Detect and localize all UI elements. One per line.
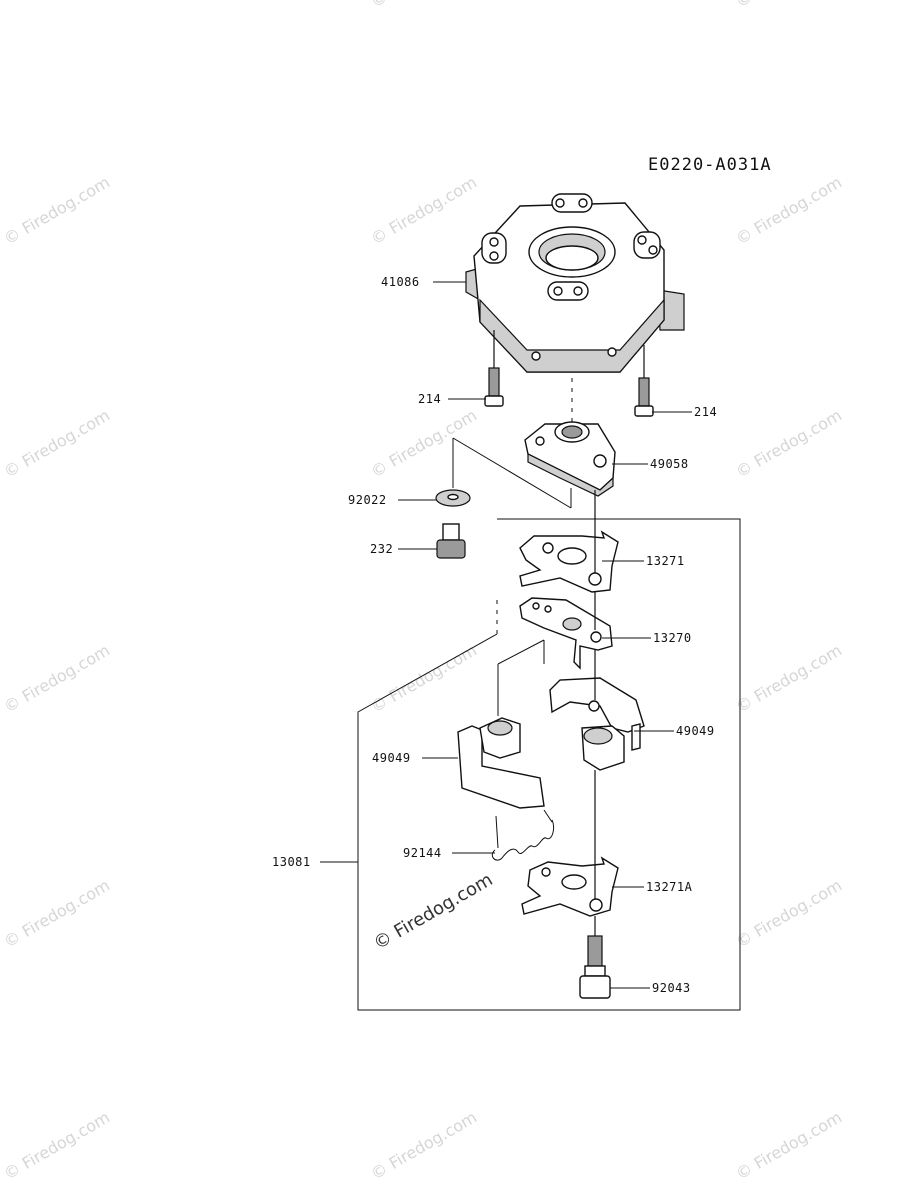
label-232: 232: [370, 542, 393, 556]
shoe-49049-right: [549, 677, 645, 771]
watermark: © Firedog.com: [368, 173, 481, 249]
watermark: © Firedog.com: [1, 641, 114, 717]
watermark: © Firedog.com: [733, 641, 846, 717]
watermark: © Firedog.com: [733, 0, 846, 11]
bracket-49058: [524, 378, 616, 497]
label-13271A: 13271A: [646, 880, 693, 894]
leader-line: [452, 437, 572, 509]
watermark: © Firedog.com: [368, 641, 481, 717]
bolt-92043: [579, 916, 611, 999]
watermark: © Firedog.com: [1, 406, 114, 482]
watermark: © Firedog.com: [733, 406, 846, 482]
label-92144: 92144: [403, 846, 442, 860]
label-49058: 49058: [650, 457, 689, 471]
diagram-code: E0220-A031A: [648, 155, 772, 175]
label-92022: 92022: [348, 493, 387, 507]
label-13081: 13081: [272, 855, 311, 869]
plate-13271: [519, 530, 619, 593]
screw-214-left: [484, 330, 504, 407]
assembly-outline: [357, 518, 741, 1011]
screw-214-right: [634, 345, 654, 417]
watermark-grid: © Firedog.com © Firedog.com © Firedog.co…: [1, 0, 846, 1183]
label-49049-left: 49049: [372, 751, 411, 765]
watermark: © Firedog.com: [368, 0, 481, 11]
housing-41086: [465, 193, 685, 373]
watermark: © Firedog.com: [1, 173, 114, 249]
label-214-left: 214: [418, 392, 441, 406]
bracket-13270: [519, 597, 613, 670]
label-13271: 13271: [646, 554, 685, 568]
shoe-49049-left: [457, 717, 545, 809]
label-13270: 13270: [653, 631, 692, 645]
label-49049-right: 49049: [676, 724, 715, 738]
watermark-main: © Firedog.com: [370, 869, 496, 954]
washer-92022: [435, 489, 471, 507]
watermark: © Firedog.com: [1, 876, 114, 952]
plate-13271A: [521, 856, 619, 917]
watermark: © Firedog.com: [733, 876, 846, 952]
label-92043: 92043: [652, 981, 691, 995]
leader-line: [497, 639, 545, 665]
watermark: © Firedog.com: [733, 1108, 846, 1184]
bolt-232: [436, 523, 466, 559]
label-41086: 41086: [381, 275, 420, 289]
label-214-right: 214: [694, 405, 717, 419]
watermark: © Firedog.com: [733, 173, 846, 249]
watermark: © Firedog.com: [1, 1108, 114, 1184]
spring-92144: [491, 809, 555, 861]
watermark: © Firedog.com: [368, 1108, 481, 1184]
